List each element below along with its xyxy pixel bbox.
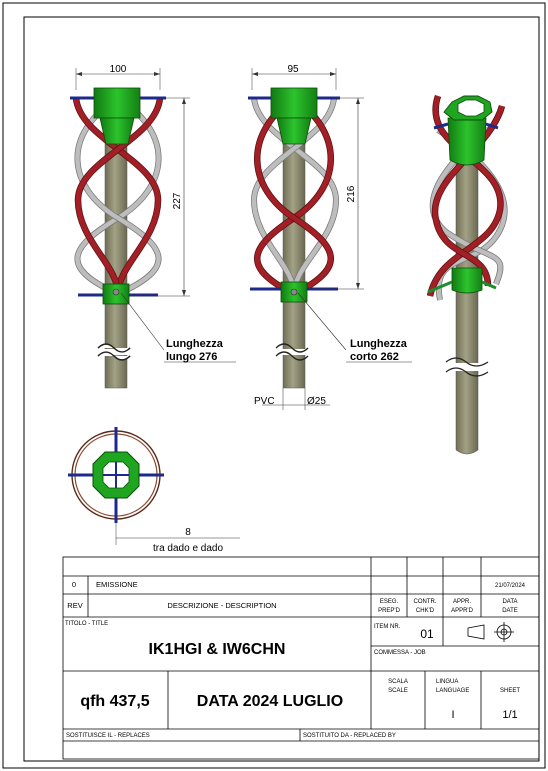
scale-label-1: SCALA [388, 679, 408, 685]
replaces-label: SOSTITUISCE IL - REPLACES [66, 733, 150, 739]
job-label: COMMESSA - JOB [374, 650, 426, 656]
front-height-value: 227 [172, 192, 183, 209]
pvc-label: PVC [254, 396, 275, 407]
top-view: 8 tra dado e dado [68, 427, 240, 554]
inner-border [23, 16, 540, 762]
side-width-value: 95 [287, 64, 299, 75]
scale-label-2: SCALE [388, 688, 408, 694]
language-value: I [451, 709, 454, 721]
sheet-label: SHEET [500, 688, 520, 694]
header-checked-2: CHK'D [416, 608, 435, 614]
long-length-note-line2: lungo 276 [166, 351, 217, 363]
header-approved-1: APPR. [453, 599, 471, 605]
diameter-value: Ø25 [307, 396, 326, 407]
rev-date: 21/07/2024 [495, 583, 526, 589]
rev-description: EMISSIONE [96, 580, 138, 589]
rev-number: 0 [72, 580, 76, 589]
title-label: TITOLO - TITLE [65, 621, 108, 627]
drawing-title: IK1HGI & IW6CHN [149, 641, 286, 658]
item-number-label: ITEM NR. [374, 624, 401, 630]
side-height-value: 216 [346, 185, 357, 202]
nut-gap-label: tra dado e dado [153, 543, 223, 554]
header-prepared-2: PREP'D [378, 608, 400, 614]
projection-symbol-icon [467, 622, 514, 642]
replaced-by-label: SOSTITUITO DA - REPLACED BY [303, 733, 396, 739]
language-label-1: LINGUA [436, 679, 458, 685]
sheet-value: 1/1 [502, 709, 517, 721]
header-checked-1: CONTR. [414, 599, 437, 605]
item-number-value: 01 [420, 627, 434, 641]
header-approved-2: APPR'D [451, 608, 473, 614]
front-top-mount [93, 87, 141, 119]
front-view: 100 227 Lunghezza lungo 276 [70, 64, 236, 389]
header-rev: REV [67, 601, 82, 610]
short-length-note-line2: corto 262 [350, 351, 399, 363]
side-top-mount [270, 87, 318, 119]
header-date-1: DATA [502, 599, 517, 605]
language-label-2: LANGUAGE [436, 688, 469, 694]
header-prepared-1: ESEG. [380, 599, 399, 605]
header-date-2: DATE [502, 608, 518, 614]
iso-pipe-break [445, 357, 489, 377]
header-description: DESCRIZIONE - DESCRIPTION [167, 601, 276, 610]
date-text: DATA 2024 LUGLIO [197, 693, 343, 710]
long-length-note-line1: Lunghezza [166, 338, 224, 350]
front-width-value: 100 [110, 64, 127, 75]
title-block [62, 556, 540, 760]
iso-bottom-mount [451, 267, 483, 294]
short-length-note-line1: Lunghezza [350, 338, 408, 350]
frequency-text: qfh 437,5 [80, 693, 149, 710]
iso-top-mount [447, 117, 487, 166]
side-view: 95 216 PVC Ø25 Lunghezza corto 262 [248, 64, 412, 410]
nut-gap-value: 8 [185, 527, 191, 538]
side-pipe-break [275, 343, 309, 361]
isometric-view [426, 94, 508, 455]
iso-pvc-pipe [455, 139, 479, 455]
